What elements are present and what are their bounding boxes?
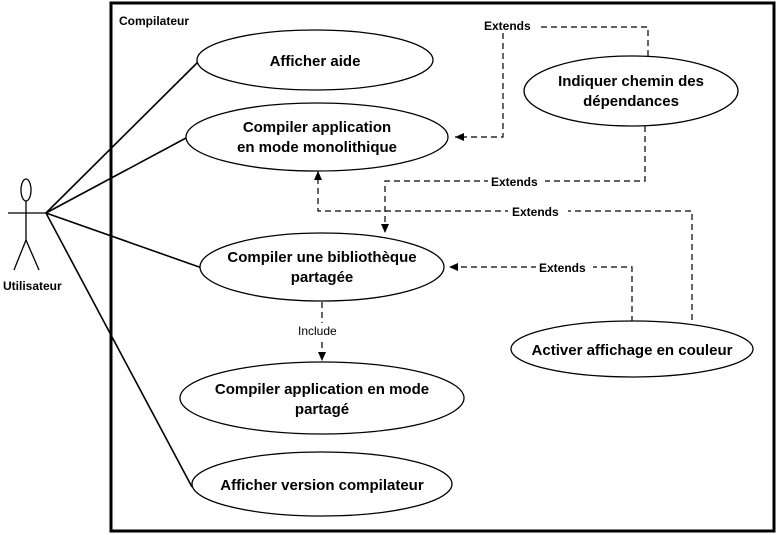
- association-afficher-aide: [45, 59, 201, 214]
- association-afficher-version: [45, 212, 193, 488]
- use-case-afficher-version[interactable]: Afficher version compilateur: [191, 451, 453, 517]
- svg-text:Extends: Extends: [491, 175, 538, 189]
- use-case-indiquer-chemin[interactable]: Indiquer chemin des dépendances: [523, 55, 739, 127]
- use-case-label: partagé: [295, 401, 349, 418]
- label-extends-1: Extends: [480, 18, 538, 33]
- svg-text:Extends: Extends: [512, 205, 559, 219]
- svg-text:Include: Include: [298, 324, 337, 338]
- use-case-compiler-monolithique[interactable]: Compiler application en mode monolithiqu…: [185, 102, 449, 172]
- use-case-label: Compiler application: [243, 119, 391, 136]
- use-case-label: Afficher version compilateur: [220, 477, 424, 494]
- system-name: Compilateur: [119, 14, 189, 28]
- system-boundary: [109, 1, 776, 533]
- actor-name: Utilisateur: [3, 279, 62, 293]
- svg-text:Extends: Extends: [539, 261, 586, 275]
- use-case-compiler-bibliotheque[interactable]: Compiler une bibliothèque partagée: [199, 232, 445, 302]
- use-case-label: Activer affichage en couleur: [532, 342, 733, 359]
- association-compiler-bibliotheque: [45, 212, 203, 269]
- label-include: Include: [294, 323, 348, 338]
- label-extends-3: Extends: [508, 204, 568, 219]
- use-case-afficher-aide[interactable]: Afficher aide: [196, 29, 434, 91]
- use-case-label: en mode monolithique: [237, 139, 397, 156]
- use-case-label: Afficher aide: [270, 53, 361, 70]
- label-extends-4: Extends: [536, 260, 593, 275]
- extends-couleur-to-monolithique: [314, 171, 693, 320]
- use-case-label: dépendances: [583, 93, 679, 110]
- actor-leg-right: [25, 239, 40, 271]
- actor-utilisateur[interactable]: Utilisateur: [3, 178, 62, 293]
- label-extends-2: Extends: [488, 174, 545, 189]
- actor-head: [20, 178, 32, 202]
- use-case-label: partagée: [291, 269, 354, 286]
- use-case-compiler-partage[interactable]: Compiler application en mode partagé: [179, 361, 465, 435]
- use-case-label: Indiquer chemin des: [558, 73, 704, 90]
- actor-leg-left: [13, 239, 27, 271]
- use-case-label: Compiler application en mode: [215, 381, 429, 398]
- svg-text:Extends: Extends: [484, 19, 531, 33]
- use-case-activer-couleur[interactable]: Activer affichage en couleur: [510, 320, 754, 378]
- use-case-label: Compiler une bibliothèque: [227, 249, 416, 266]
- extends-couleur-to-bibliotheque: [449, 263, 633, 322]
- association-compiler-monolithique: [45, 137, 187, 214]
